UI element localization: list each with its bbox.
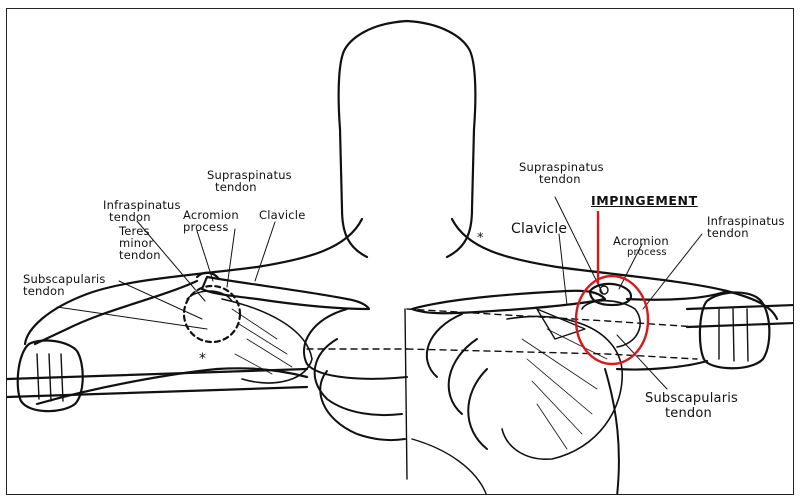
label-line: tendon (103, 211, 181, 223)
left-clavicle (202, 277, 369, 309)
left-rib-2 (315, 339, 402, 415)
label-right-infraspinatus: Infraspinatus tendon (707, 215, 785, 239)
torso-right (605, 369, 619, 495)
label-line: tendon (119, 249, 161, 261)
label-line: process (183, 221, 239, 233)
label-left-marker: * (199, 353, 206, 365)
right-muscle (502, 316, 622, 459)
dashed-line-lower (407, 349, 697, 359)
label-left-infraspinatus: Infraspinatus tendon (103, 199, 181, 223)
label-right-clavicle: Clavicle (511, 223, 567, 235)
label-line: Acromion (613, 235, 669, 247)
label-left-clavicle: Clavicle (259, 209, 305, 221)
right-fist (700, 292, 769, 368)
label-left-subscapularis: Subscapularis tendon (23, 273, 106, 297)
label-left-teres: Teres minor tendon (119, 225, 161, 261)
right-arm-lower (617, 361, 707, 370)
label-line: tendon (645, 406, 738, 421)
label-line: tendon (519, 173, 604, 185)
label-right-acromion: Acromion process (613, 235, 669, 259)
label-right-supraspinatus: Supraspinatus tendon (519, 161, 604, 185)
label-left-acromion: Acromion process (183, 209, 239, 233)
label-line: Subscapularis (645, 391, 738, 406)
right-rib-3 (468, 369, 487, 449)
sternum (405, 309, 407, 479)
right-rib-1 (427, 314, 462, 377)
label-left-supraspinatus: Supraspinatus tendon (207, 169, 292, 193)
dashed-line-upper (407, 309, 697, 327)
right-bar (687, 305, 794, 327)
label-impingement: IMPINGEMENT (591, 195, 698, 207)
head-outline (339, 21, 476, 257)
label-neck-marker: * (477, 233, 484, 245)
right-humeral-head (582, 301, 640, 347)
label-line: tendon (23, 285, 106, 297)
label-line: process (613, 247, 669, 259)
left-rib-1 (304, 309, 407, 379)
label-line: tendon (207, 181, 292, 193)
left-rib-3 (320, 371, 405, 440)
diagram-frame: Supraspinatus tendon Infraspinatus tendo… (6, 8, 794, 495)
label-right-subscapularis: Subscapularis tendon (645, 391, 738, 421)
label-line: tendon (707, 227, 785, 239)
label-line: Clavicle (259, 209, 305, 221)
